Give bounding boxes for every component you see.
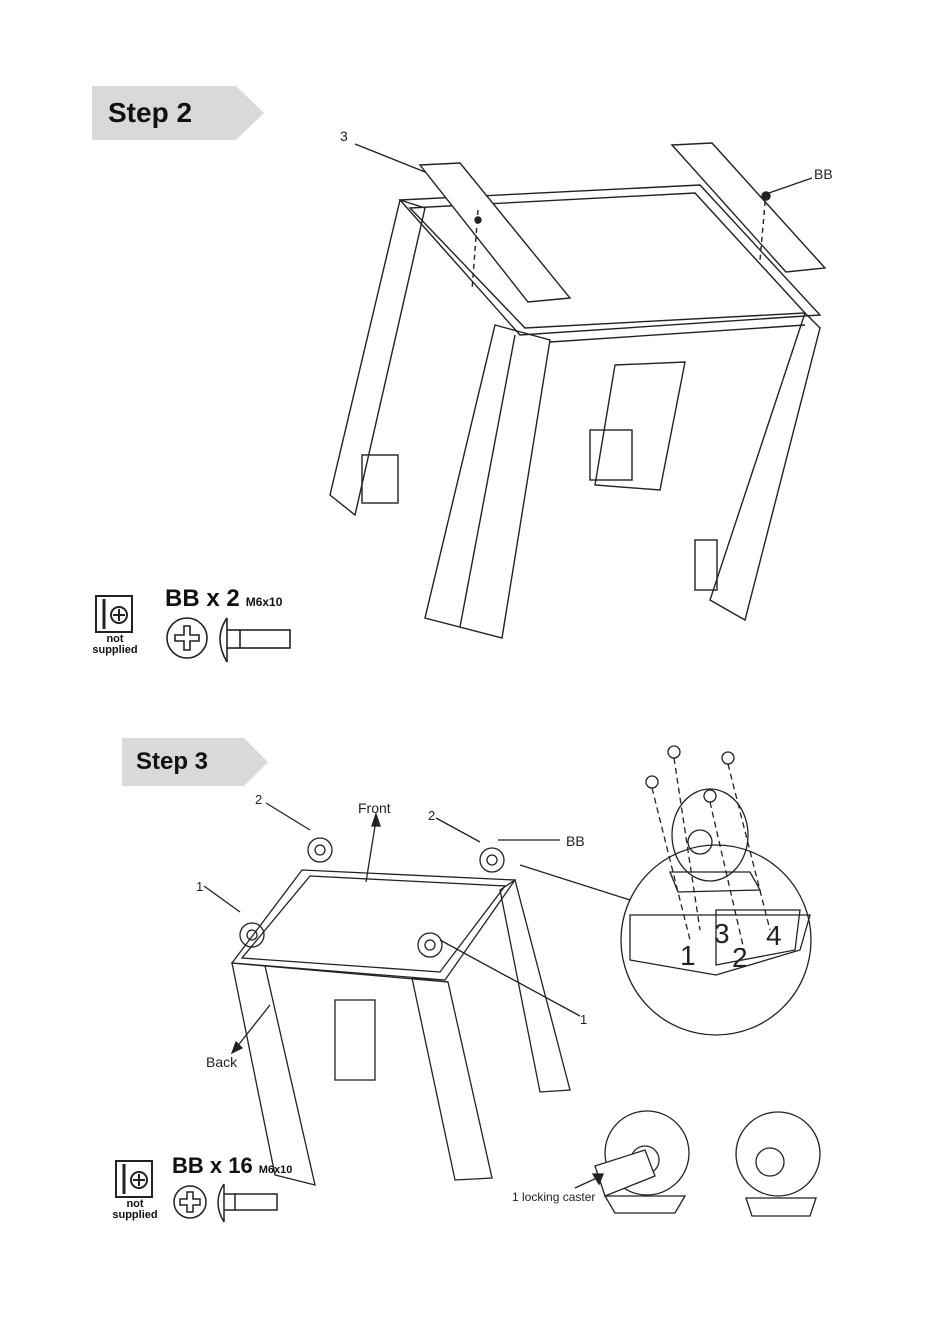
standard-caster-illustration [728,1112,828,1222]
hole-number-4: 4 [766,920,782,952]
screwdriver-icon [97,597,131,631]
not-supplied-label: not supplied [100,1199,170,1221]
not-supplied-line2: supplied [112,1209,157,1221]
hardware-qty-text: BB x 16 [172,1153,253,1178]
step3-banner: Step 3 [122,738,268,786]
bolt-diagram-step3 [172,1180,292,1226]
locking-caster-label: 1 locking caster [512,1190,595,1204]
step2-title: Step 2 [108,86,192,140]
screwdriver-box [95,595,133,633]
phillips-head-icon [167,618,207,658]
hardware-spec-text: M6x10 [246,595,283,609]
bolt-icon [220,618,227,662]
hardware-quantity-step3: BB x 16 M6x10 [172,1153,292,1179]
step2-frame-illustration [300,130,860,650]
screwdriver-icon [117,1162,151,1196]
not-supplied-label: not supplied [80,634,150,656]
step3-frame-illustration [180,800,620,1190]
screwdriver-box [115,1160,153,1198]
bolt-icon [218,1184,224,1222]
hole-number-2: 2 [732,942,748,974]
hole-number-1: 1 [680,940,696,972]
caster-mounting-detail [620,740,820,1040]
hardware-qty-text: BB x 2 [165,585,240,612]
phillips-head-icon [174,1186,206,1218]
step3-title: Step 3 [136,738,208,786]
bolt-diagram-step2 [165,612,295,668]
not-supplied-line2: supplied [92,644,137,656]
hardware-quantity-step2: BB x 2 M6x10 [165,585,282,613]
hardware-spec-text: M6x10 [259,1164,293,1176]
step2-banner: Step 2 [92,86,264,140]
hole-number-3: 3 [714,918,730,950]
